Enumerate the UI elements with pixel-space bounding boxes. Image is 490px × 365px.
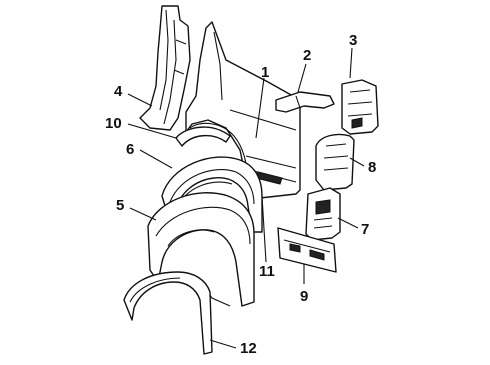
leader-7: [337, 217, 359, 229]
callout-6: 6: [126, 141, 134, 158]
part-wheel-opening-molding: [175, 126, 231, 147]
part-lower-plate: [277, 227, 337, 273]
callout-1: 1: [261, 64, 269, 81]
leader-2: [297, 63, 307, 93]
leader-12: [209, 339, 237, 349]
callout-9: 9: [300, 288, 308, 305]
callout-11: 11: [259, 263, 275, 280]
callout-12: 12: [240, 340, 257, 357]
callout-10: 10: [105, 115, 122, 132]
leader-8: [349, 157, 365, 167]
part-wheelhouse-inner: [147, 192, 255, 307]
part-wheel-opening-strip: [123, 271, 213, 355]
leader-3: [349, 47, 353, 79]
part-quarter-inner-pillar: [139, 5, 191, 131]
leader-1: [255, 77, 265, 139]
callout-7: 7: [361, 221, 369, 238]
callout-3: 3: [349, 32, 357, 49]
leader-5: [129, 207, 157, 221]
callout-labels: 1 2 3 4 5 6 7 8 9 10 11 12: [105, 32, 376, 357]
leader-6: [139, 149, 173, 169]
leader-11: [261, 195, 267, 263]
callout-8: 8: [368, 159, 376, 176]
part-bracket: [275, 91, 335, 113]
part-quarter-outer-panel: [185, 21, 301, 199]
callout-5: 5: [116, 197, 124, 214]
part-lamp-housing: [315, 133, 355, 191]
callout-4: 4: [114, 83, 123, 100]
leader-4: [127, 93, 153, 107]
part-mounting-bracket: [305, 187, 341, 241]
callout-2: 2: [303, 47, 311, 64]
leader-10: [127, 123, 177, 139]
leader-lines: [127, 47, 365, 349]
part-rear-reinforcement: [341, 79, 379, 135]
